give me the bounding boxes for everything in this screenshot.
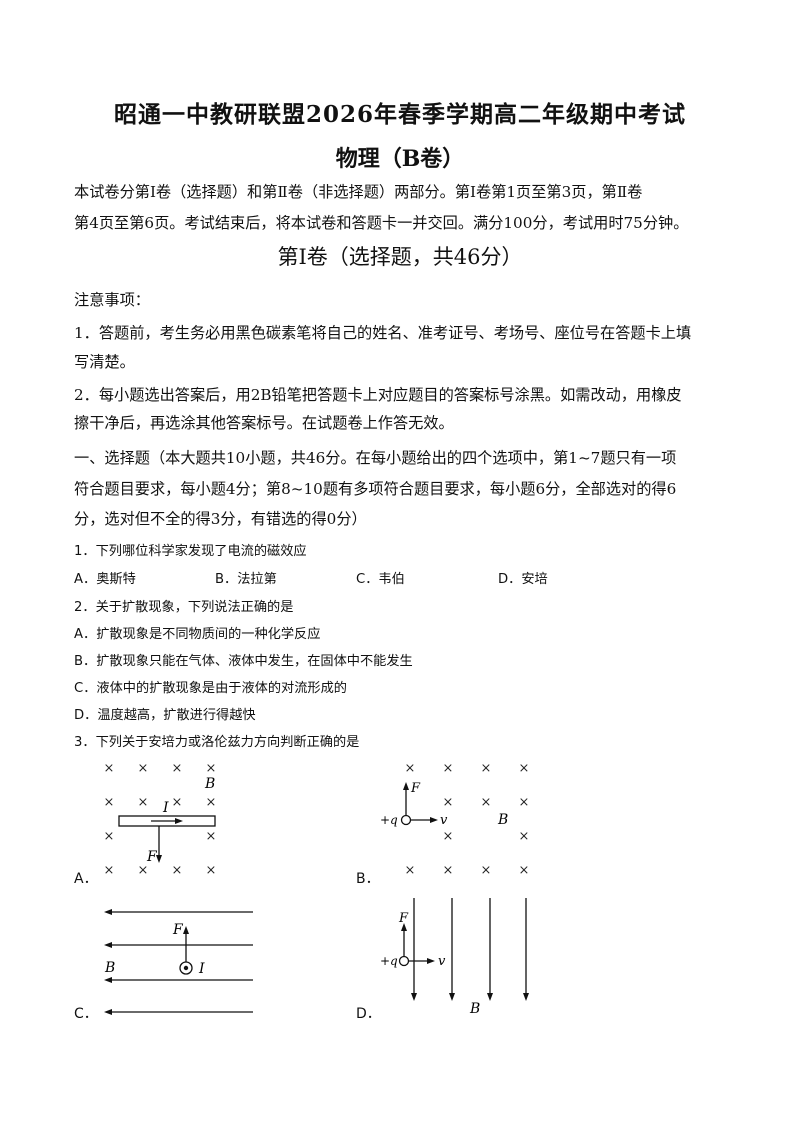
svg-text:×: × xyxy=(443,761,454,776)
section-title: 第Ⅰ卷（选择题，共46分） xyxy=(277,245,523,269)
svg-text:×: × xyxy=(405,863,416,878)
svg-text:×: × xyxy=(481,795,492,810)
svg-text:+q: +q xyxy=(380,813,398,827)
svg-text:×: × xyxy=(443,863,454,878)
q1-option-c: C．韦伯 xyxy=(356,572,405,587)
svg-text:×: × xyxy=(481,761,492,776)
svg-text:B: B xyxy=(469,1001,480,1017)
exam-title: 昭通一中教研联盟2026年春季学期高二年级期中考试 xyxy=(113,101,686,128)
svg-text:×: × xyxy=(138,863,149,878)
q3-label-c: C． xyxy=(74,1006,98,1022)
q1-option-d: D．安培 xyxy=(498,572,548,587)
svg-text:×: × xyxy=(138,761,149,776)
exam-subject: 物理（B卷） xyxy=(335,146,465,172)
svg-text:×: × xyxy=(481,863,492,878)
svg-text:×: × xyxy=(206,795,217,810)
svg-text:×: × xyxy=(104,761,115,776)
q3-figure-a: × × × × × × × × × × × × × × B I F xyxy=(95,755,245,889)
svg-text:F: F xyxy=(398,911,409,926)
notice-item: 2．每小题选出答案后，用2B铅笔把答题卡上对应题目的答案标号涂黑。如需改动，用橡… xyxy=(74,386,682,404)
intro-line-1: 本试卷分第Ⅰ卷（选择题）和第Ⅱ卷（非选择题）两部分。第Ⅰ卷第1页至第3页，第Ⅱ卷 xyxy=(74,183,643,201)
q2-option-b: B．扩散现象只能在气体、液体中发生，在固体中不能发生 xyxy=(74,654,413,669)
svg-text:F: F xyxy=(172,922,184,938)
svg-text:×: × xyxy=(206,829,217,844)
svg-text:×: × xyxy=(172,863,183,878)
q3-figure-c: F I B xyxy=(95,898,255,1027)
q3-figure-d: F v +q B xyxy=(378,892,548,1026)
part1-instructions: 一、选择题（本大题共10小题，共46分。在每小题给出的四个选项中，第1~7题只有… xyxy=(74,449,677,467)
svg-text:×: × xyxy=(519,761,530,776)
svg-text:×: × xyxy=(206,863,217,878)
q3-figure-b: × × × × × × × × × × × × × F v +q B xyxy=(378,755,548,889)
svg-text:I: I xyxy=(162,800,169,816)
svg-text:×: × xyxy=(172,795,183,810)
svg-text:F: F xyxy=(146,849,158,865)
svg-text:×: × xyxy=(104,829,115,844)
part1-instructions: 分，选对但不全的得3分，有错选的得0分） xyxy=(74,510,367,528)
q1-stem: 1．下列哪位科学家发现了电流的磁效应 xyxy=(74,544,307,559)
part1-instructions: 符合题目要求，每小题4分；第8~10题有多项符合题目要求，每小题6分，全部选对的… xyxy=(74,480,677,498)
svg-text:I: I xyxy=(198,961,205,977)
svg-text:×: × xyxy=(519,829,530,844)
q1-option-b: B．法拉第 xyxy=(215,572,277,587)
svg-text:×: × xyxy=(172,761,183,776)
svg-text:F: F xyxy=(410,781,421,796)
q2-option-a: A．扩散现象是不同物质间的一种化学反应 xyxy=(74,627,321,642)
notice-item: 擦干净后，再选涂其他答案标号。在试题卷上作答无效。 xyxy=(74,414,454,432)
q3-label-b: B． xyxy=(356,871,380,887)
q2-option-d: D．温度越高，扩散进行得越快 xyxy=(74,708,256,723)
svg-text:×: × xyxy=(104,795,115,810)
svg-text:v: v xyxy=(440,813,448,828)
q2-option-c: C．液体中的扩散现象是由于液体的对流形成的 xyxy=(74,681,347,696)
q3-label-a: A． xyxy=(74,871,98,887)
svg-text:×: × xyxy=(405,761,416,776)
q2-stem: 2．关于扩散现象，下列说法正确的是 xyxy=(74,600,294,615)
svg-text:v: v xyxy=(438,954,446,969)
svg-text:×: × xyxy=(443,795,454,810)
q3-label-d: D． xyxy=(356,1006,381,1022)
svg-text:B: B xyxy=(204,776,215,792)
q3-stem: 3．下列关于安培力或洛伦兹力方向判断正确的是 xyxy=(74,735,360,750)
svg-text:×: × xyxy=(519,863,530,878)
svg-text:B: B xyxy=(497,812,508,828)
notice-item: 写清楚。 xyxy=(74,353,135,371)
svg-text:×: × xyxy=(206,761,217,776)
svg-text:×: × xyxy=(104,863,115,878)
svg-text:×: × xyxy=(138,795,149,810)
notice-item: 1．答题前，考生务必用黑色碳素笔将自己的姓名、准考证号、考场号、座位号在答题卡上… xyxy=(74,324,692,342)
svg-text:×: × xyxy=(443,829,454,844)
notice-heading: 注意事项： xyxy=(74,291,150,309)
q1-option-a: A．奥斯特 xyxy=(74,572,136,587)
svg-text:+q: +q xyxy=(380,954,398,968)
svg-text:×: × xyxy=(519,795,530,810)
svg-text:B: B xyxy=(104,960,115,976)
intro-line-2: 第4页至第6页。考试结束后，将本试卷和答题卡一并交回。满分100分，考试用时75… xyxy=(74,214,689,232)
